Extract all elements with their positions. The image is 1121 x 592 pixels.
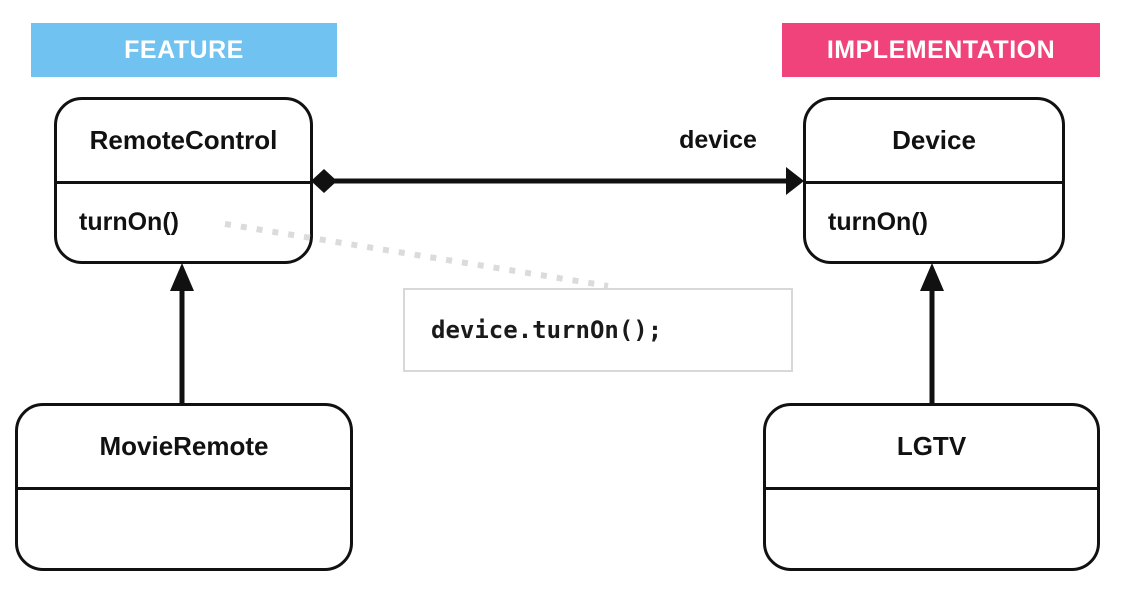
- class-box-movieremote: MovieRemote: [15, 403, 353, 571]
- inheritance-left-arrowhead-icon: [170, 263, 194, 291]
- class-name-remotecontrol: RemoteControl: [57, 100, 310, 184]
- code-snippet-box: device.turnOn();: [403, 288, 793, 372]
- inheritance-right-arrowhead-icon: [920, 263, 944, 291]
- class-box-lgtv: LGTV: [763, 403, 1100, 571]
- composition-arrowhead-icon: [786, 167, 804, 195]
- class-method-movieremote: [18, 490, 350, 568]
- class-box-remotecontrol: RemoteControl turnOn(): [54, 97, 313, 264]
- class-method-lgtv: [766, 490, 1097, 568]
- composition-arrow-label: device: [679, 126, 757, 154]
- implementation-badge: IMPLEMENTATION: [782, 23, 1100, 77]
- class-method-remotecontrol: turnOn(): [79, 208, 179, 236]
- class-name-device: Device: [806, 100, 1062, 184]
- feature-badge: FEATURE: [31, 23, 337, 77]
- composition-diamond-icon: [311, 169, 337, 193]
- class-name-movieremote: MovieRemote: [18, 406, 350, 490]
- code-snippet-text: device.turnOn();: [431, 316, 663, 344]
- class-box-device: Device turnOn(): [803, 97, 1065, 264]
- class-name-lgtv: LGTV: [766, 406, 1097, 490]
- class-method-device: turnOn(): [828, 208, 928, 236]
